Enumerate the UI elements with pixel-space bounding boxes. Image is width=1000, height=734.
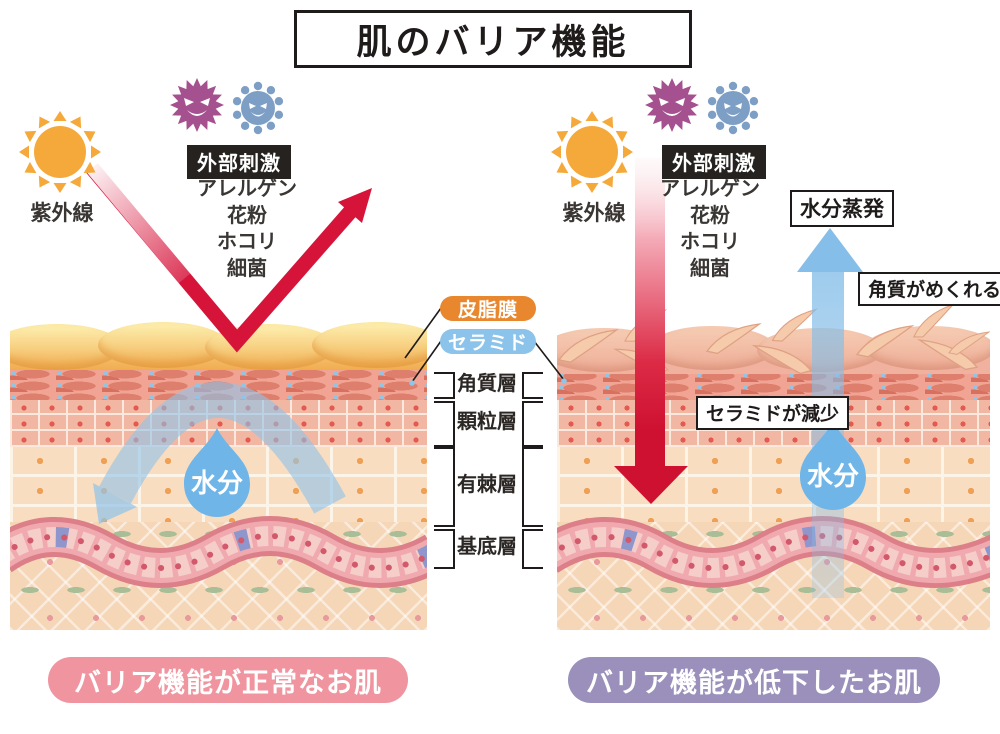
stimuli-badge-left: 外部刺激 bbox=[187, 145, 291, 179]
stimuli-badge-right: 外部刺激 bbox=[662, 145, 766, 179]
stimuli-item: 花粉 bbox=[690, 204, 730, 227]
basal-layer-left bbox=[10, 516, 427, 588]
left-skin-cross-section bbox=[10, 322, 427, 630]
ceramide-decrease-label: セラミドが減少 bbox=[696, 396, 850, 430]
ceramide-pill: セラミド bbox=[440, 329, 536, 354]
sun-icon-right bbox=[547, 107, 637, 197]
surface-bump bbox=[865, 326, 990, 370]
page-title-text: 肌のバリア機能 bbox=[356, 22, 630, 62]
germ-icon-right bbox=[643, 76, 701, 134]
bracket-right-granular bbox=[522, 401, 543, 447]
peeling-label: 角質がめくれる bbox=[858, 272, 1000, 306]
sebum-pill: 皮脂膜 bbox=[440, 296, 536, 321]
basal-layer-right bbox=[557, 516, 990, 588]
stimuli-item: アレルゲン bbox=[197, 178, 297, 200]
stimuli-list-right: アレルゲン 花粉 ホコリ 細菌 bbox=[625, 176, 795, 282]
germ-icon-left bbox=[168, 76, 226, 134]
granular-layer-left bbox=[10, 400, 427, 447]
stimuli-item: ホコリ bbox=[680, 231, 740, 253]
corneum-layer-left bbox=[10, 368, 427, 400]
bracket-right-spinous bbox=[522, 447, 543, 527]
virus-icon-left bbox=[232, 81, 284, 135]
bracket-left-basal bbox=[434, 529, 455, 569]
bracket-left-spinous bbox=[434, 447, 455, 527]
sun-icon-left bbox=[15, 107, 105, 197]
page-title: 肌のバリア機能 bbox=[294, 10, 692, 68]
caption-weakened-skin: バリア機能が低下したお肌 bbox=[568, 657, 940, 703]
layer-label-corneum: 角質層 bbox=[457, 373, 517, 395]
uv-label-left: 紫外線 bbox=[30, 202, 94, 225]
right-skin-cross-section bbox=[557, 322, 990, 630]
layer-label-granular: 顆粒層 bbox=[457, 411, 517, 433]
uv-label-right: 紫外線 bbox=[562, 202, 626, 225]
stimuli-item: アレルゲン bbox=[660, 178, 760, 200]
stimuli-item: 細菌 bbox=[227, 257, 267, 280]
layer-label-spinous: 有棘層 bbox=[457, 474, 517, 496]
evaporation-label: 水分蒸発 bbox=[790, 190, 894, 227]
virus-icon-right bbox=[707, 81, 759, 135]
caption-normal-skin: バリア機能が正常なお肌 bbox=[48, 657, 408, 703]
surface-bump bbox=[757, 328, 883, 372]
layer-label-basal: 基底層 bbox=[457, 536, 517, 558]
bracket-right-basal bbox=[522, 529, 543, 569]
stimuli-item: 花粉 bbox=[227, 204, 267, 227]
stimuli-item: ホコリ bbox=[217, 231, 277, 253]
bracket-left-granular bbox=[434, 401, 455, 447]
bracket-right-corneum bbox=[522, 372, 543, 399]
bracket-left-corneum bbox=[434, 372, 455, 399]
stimuli-list-left: アレルゲン 花粉 ホコリ 細菌 bbox=[162, 176, 332, 282]
stimuli-item: 細菌 bbox=[690, 257, 730, 280]
